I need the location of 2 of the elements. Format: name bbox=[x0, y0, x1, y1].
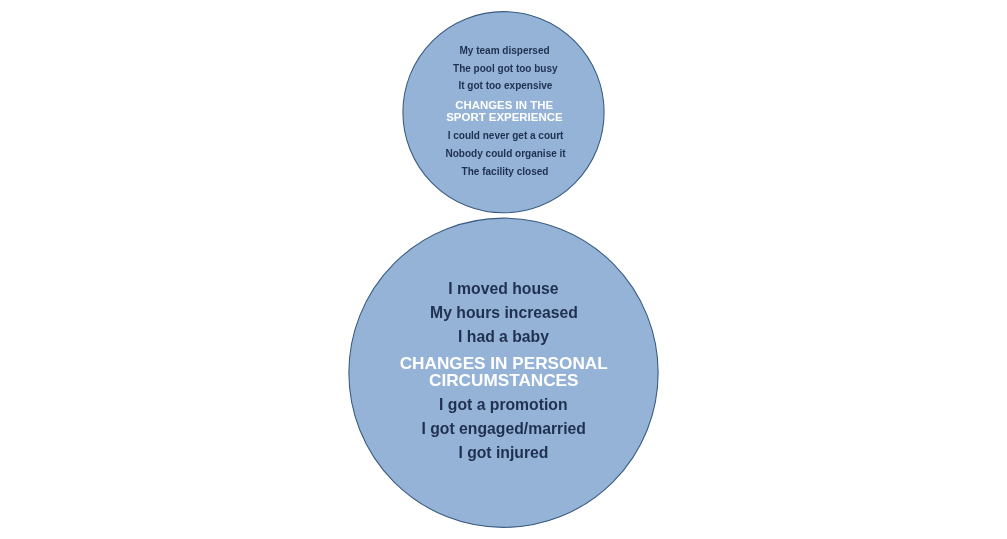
node-circle: I moved house My hours increased I had a baby CHANGES IN PERSONAL CIRCUMSTANCES I got a promotion I got engaged/married I got injured bbox=[348, 217, 659, 528]
node-circle: My team dispersed The pool got too busy It got too expensive CHANGES IN THE SPORT EXPERIENCE I could never get a court Nobody could organise it The facility closed bbox=[402, 11, 605, 214]
